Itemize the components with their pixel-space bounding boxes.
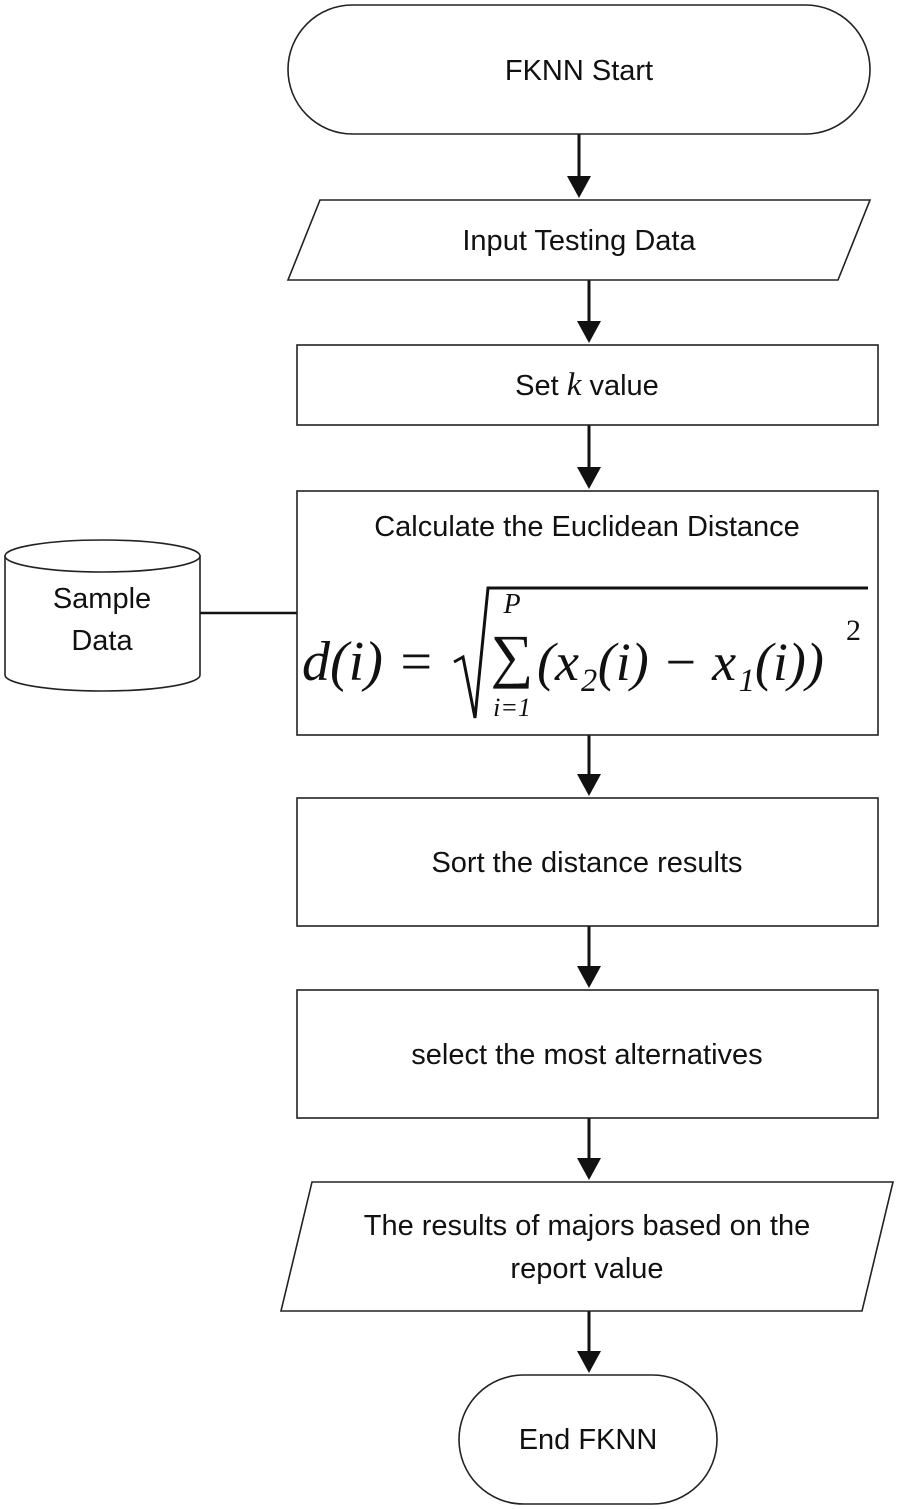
results-label-line2: report value [510, 1253, 663, 1285]
end-terminator-shape [458, 1374, 718, 1505]
euclidean-formula: d(i) = P ∑ i=1 (x₂(i) − x₁(i)) 2 [302, 586, 868, 722]
select-node: select the most alternatives [296, 989, 879, 1119]
formula-exponent: 2 [846, 614, 861, 647]
sort-node: Sort the distance results [296, 797, 879, 927]
sample-data-node: Sample Data [4, 539, 201, 692]
formula-lhs: d(i) = [302, 631, 435, 693]
input-node: Input Testing Data [286, 199, 872, 281]
arrow-results-to-end [577, 1311, 601, 1373]
sort-label: Sort the distance results [431, 847, 742, 879]
calc-label: Calculate the Euclidean Distance [374, 511, 800, 543]
end-label: End FKNN [519, 1424, 658, 1456]
arrow-start-to-input [567, 134, 591, 198]
set-k-process-shape [296, 344, 879, 426]
arrow-select-to-results [577, 1118, 601, 1180]
sample-label-line1: Sample [53, 583, 151, 615]
results-label-line1: The results of majors based on the [364, 1210, 811, 1242]
arrow-sort-to-select [577, 926, 601, 988]
sample-label-line2: Data [71, 625, 133, 657]
sample-cylinder-top [4, 539, 201, 573]
input-label: Input Testing Data [462, 225, 696, 257]
end-node: End FKNN [458, 1374, 718, 1505]
start-label: FKNN Start [505, 55, 653, 87]
set-k-node: Set k value [296, 344, 879, 426]
sum-lower-limit: i=1 [493, 693, 531, 722]
connectors [200, 134, 601, 1373]
results-node: The results of majors based on the repor… [279, 1181, 895, 1312]
sqrt-symbol [453, 586, 868, 719]
sort-process-shape [296, 797, 879, 927]
arrow-set-k-to-calc [577, 425, 601, 489]
arrow-calc-to-sort [577, 735, 601, 796]
select-process-shape [296, 989, 879, 1119]
sum-upper-limit: P [502, 589, 520, 620]
input-parallelogram-shape [286, 199, 872, 281]
select-label: select the most alternatives [411, 1039, 762, 1071]
sample-cylinder-body [4, 555, 201, 692]
start-terminator-shape [287, 4, 871, 135]
set-k-suffix: value [581, 370, 658, 402]
start-node: FKNN Start [287, 4, 871, 135]
formula-body: (x₂(i) − x₁(i)) [537, 632, 824, 692]
set-k-prefix: Set [515, 370, 567, 402]
results-parallelogram-shape [279, 1181, 895, 1312]
sum-symbol: ∑ [491, 623, 534, 689]
set-k-label: Set k value [515, 367, 659, 403]
k-variable: k [567, 367, 583, 403]
calc-process-shape [296, 490, 879, 736]
calc-node: Calculate the Euclidean Distance d(i) = … [296, 490, 879, 736]
arrow-input-to-set-k [577, 280, 601, 343]
